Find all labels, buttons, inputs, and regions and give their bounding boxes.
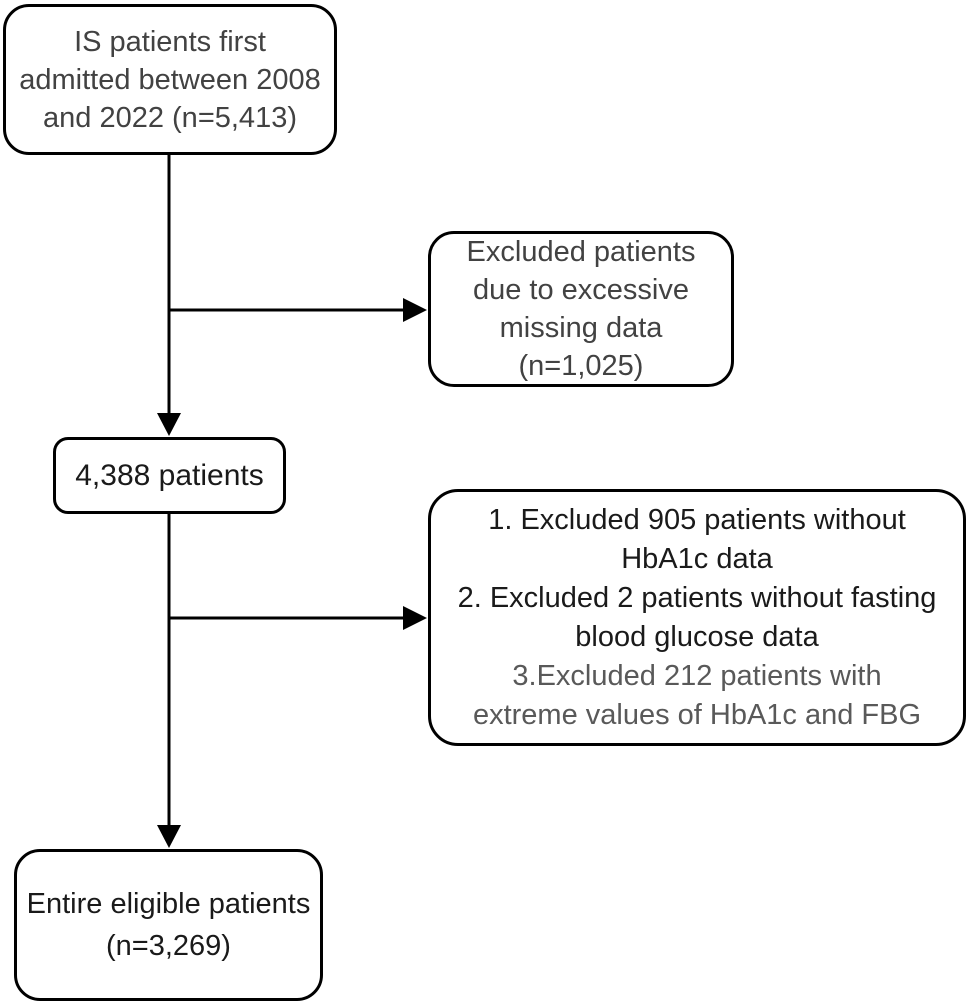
node-text-line: 4,388 patients	[75, 458, 264, 492]
node-text-line: IS patients first	[74, 25, 266, 58]
node-text-line: 3.Excluded 212 patients with	[512, 659, 882, 692]
node-final-eligible: Entire eligible patients (n=3,269)	[14, 849, 323, 1001]
node-text-line: and 2022 (n=5,413)	[43, 101, 297, 134]
arrowhead-down-to-4388	[157, 413, 181, 436]
node-text-line: due to excessive	[472, 274, 689, 306]
node-text-line: Entire eligible patients	[26, 888, 311, 920]
node-text-line: (n=3,269)	[106, 930, 231, 962]
node-text-line: HbA1c data	[621, 542, 773, 575]
arrowhead-right-to-excluded-criteria	[403, 606, 427, 630]
node-text-line: admitted between 2008	[19, 63, 321, 96]
node-text-line: 2. Excluded 2 patients without fasting	[457, 581, 937, 614]
arrowhead-down-to-final	[157, 825, 181, 848]
node-initial-patients: IS patients first admitted between 2008 …	[3, 4, 337, 155]
node-exclusion-criteria: 1. Excluded 905 patients without HbA1c d…	[428, 489, 966, 746]
node-text-line: missing data	[499, 312, 663, 344]
node-text-line: (n=1,025)	[518, 350, 644, 382]
node-text-line: 1. Excluded 905 patients without	[488, 503, 906, 536]
node-text-line: extreme values of HbA1c and FBG	[472, 698, 922, 731]
node-excluded-missing-data: Excluded patients due to excessive missi…	[428, 231, 734, 387]
arrowhead-right-to-excluded-missing	[403, 298, 427, 322]
node-4388-patients: 4,388 patients	[53, 437, 286, 514]
node-text-line: blood glucose data	[575, 620, 819, 653]
node-text-line: Excluded patients	[466, 236, 696, 268]
